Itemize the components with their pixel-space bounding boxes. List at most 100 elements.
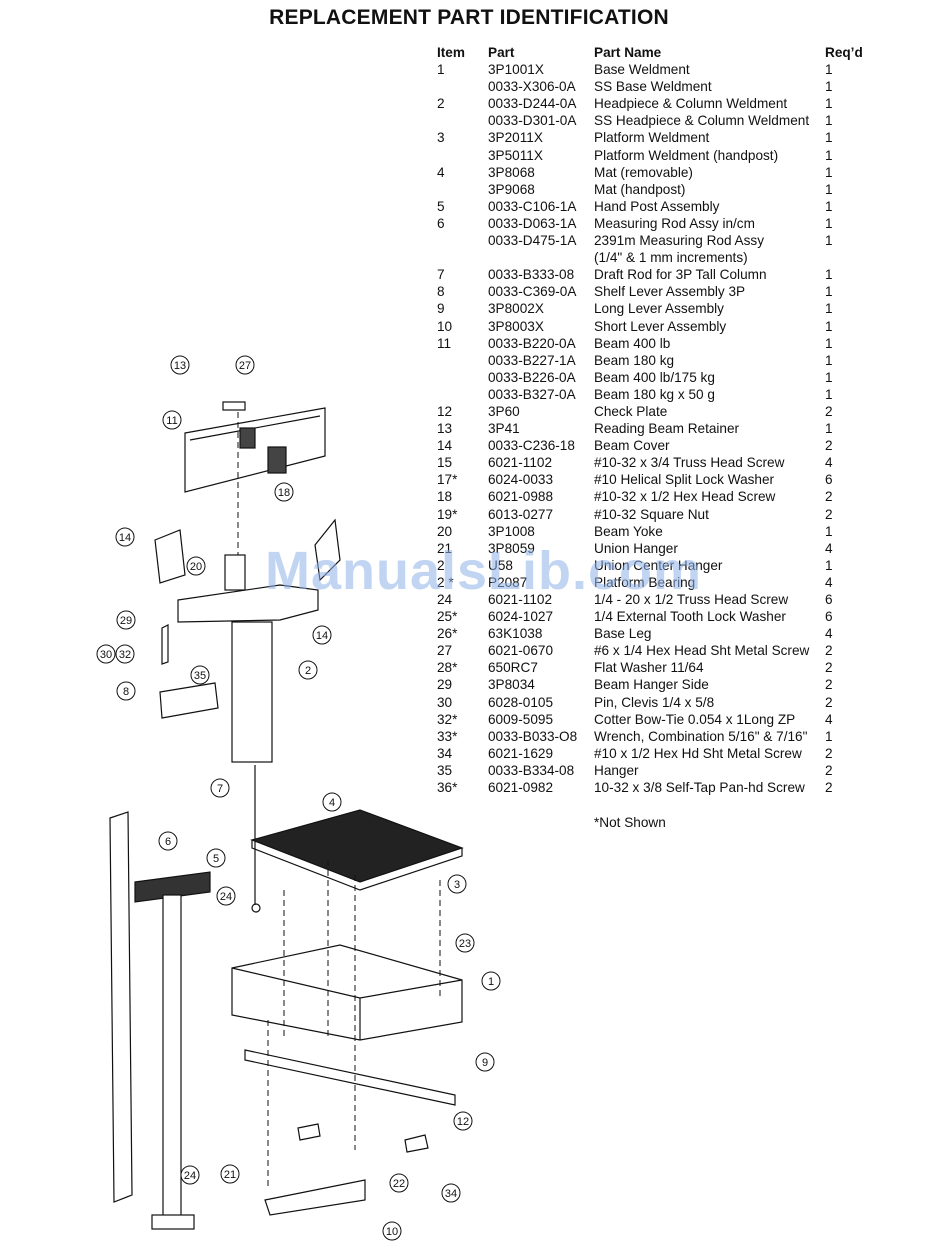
required-quantity: 4 xyxy=(825,574,833,590)
callout-label: 2 xyxy=(305,665,311,677)
hand-post-grip xyxy=(134,871,211,903)
part-name: Headpiece & Column Weldment xyxy=(594,96,788,112)
part-number: 6021-0670 xyxy=(488,643,554,659)
item-number: 28* xyxy=(437,660,458,676)
callout-label: 34 xyxy=(445,1188,457,1200)
required-quantity: 1 xyxy=(825,284,833,300)
part-name: #10-32 x 3/4 Truss Head Screw xyxy=(594,455,785,471)
callout-label: 21 xyxy=(224,1169,236,1181)
part-name: Cotter Bow-Tie 0.054 x 1Long ZP xyxy=(594,711,796,727)
part-name: Beam Hanger Side xyxy=(594,677,709,693)
beam-poise-large xyxy=(267,446,287,474)
part-name: Beam Yoke xyxy=(594,523,663,539)
callout-label: 5 xyxy=(213,853,219,865)
item-number: 11 xyxy=(437,335,452,351)
table-row: 17*6024-0033#10 Helical Split Lock Washe… xyxy=(437,471,937,488)
part-name: Draft Rod for 3P Tall Column xyxy=(594,267,767,283)
item-number: 5 xyxy=(437,198,445,214)
required-quantity: 1 xyxy=(825,198,833,214)
part-number: 0033-B033-O8 xyxy=(488,728,578,744)
part-number: 3P8034 xyxy=(488,677,535,693)
item-number: 12 xyxy=(437,403,453,419)
callout-label: 13 xyxy=(174,360,186,372)
required-quantity: 2 xyxy=(825,438,833,454)
part-number: 0033-C106-1A xyxy=(488,198,577,214)
callout-bubble xyxy=(96,644,116,664)
item-number: 21 xyxy=(437,540,453,556)
callout-bubble xyxy=(216,886,236,906)
required-quantity: 2 xyxy=(825,660,833,676)
long-lever xyxy=(244,1049,456,1106)
mat xyxy=(250,809,464,883)
part-number: 3P1001X xyxy=(488,62,544,78)
part-name: Union Hanger xyxy=(594,540,678,556)
required-quantity: 1 xyxy=(825,113,833,129)
item-number: 4 xyxy=(437,164,445,180)
required-quantity: 2 xyxy=(825,506,833,522)
item-number: 32* xyxy=(437,711,458,727)
part-name: #10-32 Square Nut xyxy=(594,506,709,522)
callout-bubble xyxy=(158,831,178,851)
callout-bubble xyxy=(441,1183,461,1203)
callout-label: 7 xyxy=(217,783,223,795)
callout-bubble xyxy=(312,625,332,645)
part-number: U58 xyxy=(488,557,513,573)
item-number: 35 xyxy=(437,762,453,778)
part-number: 3P9068 xyxy=(488,181,535,197)
part-number: 3P60 xyxy=(488,403,520,419)
part-number: 6028-0105 xyxy=(488,694,554,710)
callout-label: 30 xyxy=(100,649,112,661)
part-number: 0033-C369-0A xyxy=(488,284,577,300)
required-quantity: 2 xyxy=(825,643,833,659)
required-quantity: 1 xyxy=(825,147,833,163)
callout-label: 32 xyxy=(119,649,131,661)
callout-label: 10 xyxy=(386,1226,398,1238)
item-number: 33* xyxy=(437,728,458,744)
item-number: 14 xyxy=(437,438,453,454)
item-number: 36* xyxy=(437,780,458,796)
callout-label: 20 xyxy=(190,561,202,573)
callout-label: 4 xyxy=(329,797,335,809)
beam-hanger-side xyxy=(161,624,169,665)
callout-label: 9 xyxy=(482,1057,488,1069)
item-number: 29 xyxy=(437,677,453,693)
callout-bubble xyxy=(115,644,135,664)
item-number: 34 xyxy=(437,745,453,761)
part-name: Beam 180 kg xyxy=(594,352,675,368)
part-name: #10-32 x 1/2 Hex Head Screw xyxy=(594,489,776,505)
callout-label: 12 xyxy=(457,1116,469,1128)
part-number: 0033-D475-1A xyxy=(488,233,577,249)
callout-label: 23 xyxy=(459,938,471,950)
callout-bubble xyxy=(206,848,226,868)
required-quantity: 1 xyxy=(825,728,833,744)
callout-bubble xyxy=(389,1173,409,1193)
required-quantity: 6 xyxy=(825,609,833,625)
part-number: 3P1008 xyxy=(488,523,535,539)
part-name: Platform Bearing xyxy=(594,574,696,590)
header-required: Req’d xyxy=(825,45,863,60)
part-number: 3P8002X xyxy=(488,301,544,317)
not-shown-note: *Not Shown xyxy=(594,815,666,830)
required-quantity: 1 xyxy=(825,233,833,249)
part-number: 3P8068 xyxy=(488,164,535,180)
callout-bubble xyxy=(116,610,136,630)
callout-label: 22 xyxy=(393,1178,405,1190)
reading-beam-retainer xyxy=(222,401,246,411)
part-name: Union Center Hanger xyxy=(594,557,723,573)
callout-label: 6 xyxy=(165,836,171,848)
callout-label: 27 xyxy=(239,360,251,372)
callout-bubble xyxy=(274,482,294,502)
callout-label: 24 xyxy=(184,1170,196,1182)
